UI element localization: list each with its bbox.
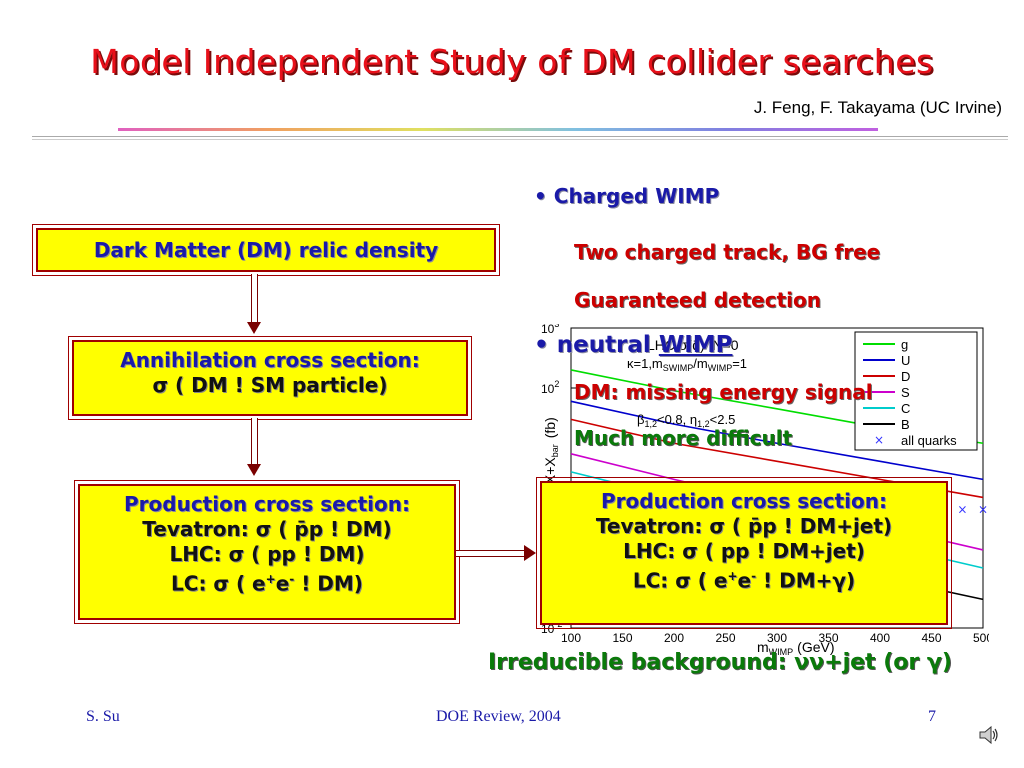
footer-event: DOE Review, 2004 xyxy=(436,708,561,725)
charged-sub1: Two charged track, BG free xyxy=(574,240,881,264)
x-tick-label-6: 400 xyxy=(870,631,890,645)
plot-xlabel: mWIMP(GeV) xyxy=(757,639,835,656)
footer-author: S. Su xyxy=(86,708,120,725)
arrow-relic-to-annihilation xyxy=(251,274,258,324)
production-left-heading: Production cross section: xyxy=(124,492,410,516)
footer-page-number: 7 xyxy=(928,708,936,725)
legend-label-0: g xyxy=(901,337,908,352)
legend-label-1: U xyxy=(901,353,910,368)
legend-label-4: C xyxy=(901,401,910,416)
inset-line3: β1,2<0.8, η1,2<2.5 xyxy=(637,412,735,429)
production-left-lhc: LHC: σ ( pp ! DM) xyxy=(169,542,365,566)
x-tick-label-7: 450 xyxy=(921,631,941,645)
charged-sub2: Guaranteed detection xyxy=(574,288,821,312)
y-tick-label-1: 102 xyxy=(541,379,559,396)
annihilation-heading: Annihilation cross section: xyxy=(120,348,420,372)
title-rule-secondary xyxy=(32,139,1008,140)
legend-label-2: D xyxy=(901,369,910,384)
x-tick-label-0: 100 xyxy=(561,631,581,645)
production-right-tevatron: Tevatron: σ ( p̄p ! DM+jet) xyxy=(595,514,893,538)
bullet-label-underlined: WIMP xyxy=(658,332,733,358)
arrow-left-to-right xyxy=(456,550,526,557)
production-left-tevatron: Tevatron: σ ( p̄p ! DM) xyxy=(142,517,392,541)
bullet-charged-wimp: • Charged WIMP xyxy=(534,184,719,208)
legend-marker-6: × xyxy=(874,433,884,447)
relic-density-label: Dark Matter (DM) relic density xyxy=(93,238,439,262)
x-tick-label-5: 350 xyxy=(818,631,838,645)
bullet-marker: • xyxy=(534,332,549,358)
y-tick-label-0: 103 xyxy=(541,324,559,336)
x-tick-label-3: 250 xyxy=(715,631,735,645)
x-tick-label-4: 300 xyxy=(767,631,787,645)
arrow-annihilation-to-production xyxy=(251,418,258,466)
production-right-heading: Production cross section: xyxy=(601,489,887,513)
production-right-lhc: LHC: σ ( pp ! DM+jet) xyxy=(623,539,865,563)
title-rule xyxy=(32,136,1008,137)
bullet-marker: • xyxy=(534,184,547,208)
irreducible-background: Irreducible background: νν+jet (or γ) xyxy=(488,650,952,675)
legend-label-3: S xyxy=(901,385,910,400)
annihilation-box: Annihilation cross section: σ ( DM ! SM … xyxy=(68,336,472,420)
annihilation-formula: σ ( DM ! SM particle) xyxy=(152,373,388,397)
production-box-left: Production cross section: Tevatron: σ ( … xyxy=(74,480,460,624)
relic-density-box: Dark Matter (DM) relic density xyxy=(32,224,500,276)
inset-line2: κ=1,mSWIMP/mWIMP=1 xyxy=(627,356,747,373)
legend-label-6: all quarks xyxy=(901,433,957,448)
series-marker-6-4: × xyxy=(978,502,988,516)
arrow-head-1 xyxy=(247,322,261,334)
production-left-lc: LC: σ ( e+e- ! DM) xyxy=(171,571,363,596)
x-tick-label-1: 150 xyxy=(612,631,632,645)
production-right-lc: LC: σ ( e+e- ! DM+γ) xyxy=(632,568,856,593)
speaker-icon[interactable] xyxy=(978,724,1000,746)
authors: J. Feng, F. Takayama (UC Irvine) xyxy=(753,98,1002,117)
series-line-U xyxy=(570,400,984,481)
bullet-label: Charged WIMP xyxy=(553,184,720,208)
arrow-head-3 xyxy=(524,545,536,561)
bullet-neutral-wimp: • neutral WIMP xyxy=(534,332,733,358)
legend-label-5: B xyxy=(901,417,910,432)
neutral-sub1: DM: missing energy signal xyxy=(574,380,873,404)
bullet-label: neutral xyxy=(556,332,659,358)
arrow-head-2 xyxy=(247,464,261,476)
series-marker-6-3: × xyxy=(957,502,967,516)
inset-line1: LHC σ(q̄) IN=0 xyxy=(647,337,739,353)
title-rainbow-rule xyxy=(118,128,878,131)
slide-title: Model Independent Study of DM collider s… xyxy=(90,42,934,81)
production-box-right: Production cross section: Tevatron: σ ( … xyxy=(536,477,952,629)
x-tick-label-2: 200 xyxy=(664,631,684,645)
neutral-sub2: Much more difficult xyxy=(574,426,793,450)
x-tick-label-8: 500 xyxy=(973,631,989,645)
